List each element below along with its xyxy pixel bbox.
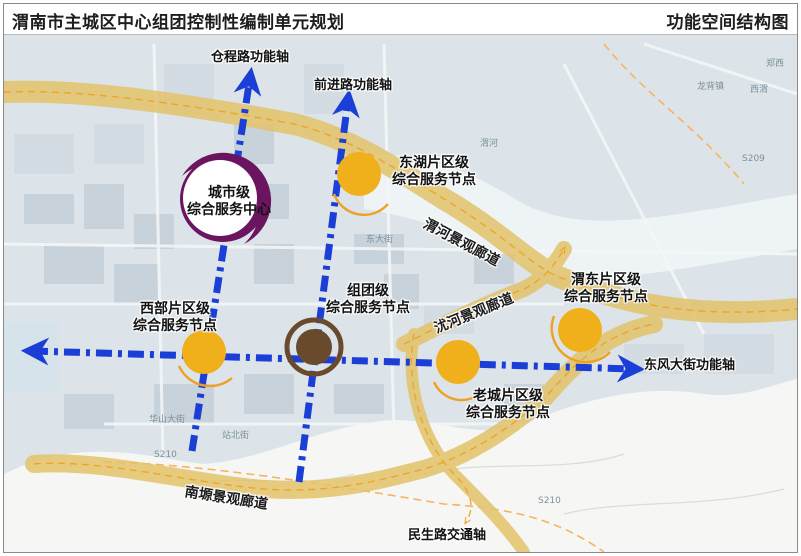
map-frame: 渭南市主城区中心组团控制性编制单元规划 功能空间结构图 龙背镇 郑西 西渭 S2… <box>3 3 798 553</box>
city-center-inner <box>183 160 257 236</box>
xibu-node <box>182 330 226 374</box>
road-s210-left-label: S210 <box>154 450 177 460</box>
donghu-node-label: 东湖片区级 综合服务节点 <box>392 155 476 188</box>
city-center-label: 城市级 综合服务中心 <box>187 185 271 218</box>
page-title: 渭南市主城区中心组团控制性编制单元规划 <box>12 13 345 33</box>
wei-river <box>364 154 797 278</box>
road-s210-right-label: S210 <box>538 496 561 506</box>
street-huashan: 华山大街 <box>149 415 186 425</box>
dongfeng-axis-label: 东风大街功能轴 <box>644 358 736 373</box>
laocheng-node-label: 老城片区级 综合服务节点 <box>466 388 550 421</box>
s209-road <box>603 43 745 185</box>
xibu-node-label: 西部片区级 综合服务节点 <box>133 301 217 334</box>
road-network <box>4 42 797 505</box>
weidong-node <box>558 308 602 352</box>
structure-map <box>4 4 797 552</box>
place-xiwei: 西渭 <box>750 85 769 95</box>
map-title: 功能空间结构图 <box>666 13 789 33</box>
qianjin-axis-label: 前进路功能轴 <box>314 78 393 93</box>
group-node-label: 组团级 综合服务节点 <box>326 283 410 316</box>
s210-road <box>103 461 605 552</box>
donghu-node <box>337 152 381 196</box>
cangcheng-axis-label: 仓程路功能轴 <box>211 50 290 65</box>
river-weihe-label: 渭河 <box>480 139 499 149</box>
street-zhanbei: 站北街 <box>222 431 250 441</box>
street-dongdajie: 东大街 <box>366 235 394 245</box>
place-longbei: 龙背镇 <box>697 82 725 92</box>
group-node-ring <box>284 317 344 377</box>
laocheng-node <box>436 340 480 384</box>
weidong-node-label: 渭东片区级 综合服务节点 <box>564 272 648 305</box>
southern-hills <box>4 379 797 552</box>
group-node <box>296 329 332 365</box>
road-s209-label: S209 <box>742 154 765 164</box>
dongfeng-axis <box>20 337 646 383</box>
west-water <box>4 322 59 392</box>
minsheng-axis-label: 民生路交通轴 <box>408 528 487 543</box>
title-bar: 渭南市主城区中心组团控制性编制单元规划 功能空间结构图 <box>4 4 797 35</box>
place-zhengxi: 郑西 <box>766 59 785 69</box>
